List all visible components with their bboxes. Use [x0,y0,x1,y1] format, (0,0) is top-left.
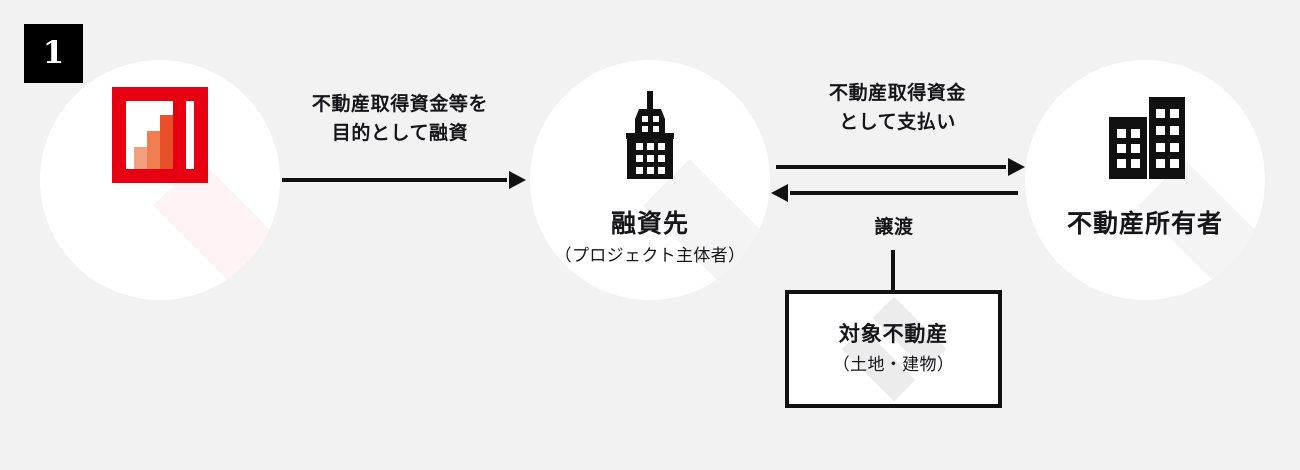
chart-bar-1 [134,147,147,169]
node-caption: 不動産所有者 [965,208,1300,239]
bar-chart-plot [126,101,194,169]
edge-label-loan-line1: 不動産取得資金等を [311,93,489,115]
two-buildings-icon [1109,97,1185,179]
edge-label-transfer: 譲渡 [874,216,914,238]
chart-bar-2 [147,131,160,169]
arrow-loan-right [282,178,507,182]
node-artwork [530,60,770,210]
node-lender [40,60,280,300]
node-artwork [40,60,280,210]
chart-bar-3 [160,115,173,169]
step-badge: 1 [24,24,83,83]
node-project-entity: 融資先 （プロジェクト主体者） [530,60,770,300]
edge-label-payment: 不動産取得資金 として支払い [790,79,1005,138]
node-subtitle: （プロジェクト主体者） [554,246,746,267]
node-property-owner: 不動産所有者 [1025,60,1265,300]
edge-label-payment-line2: として支払い [839,111,956,134]
step-badge-number: 1 [42,35,65,71]
edge-label-payment-line1: 不動産取得資金 [829,82,966,104]
bar-chart-icon [112,87,208,183]
node-title: 融資先 [610,209,689,238]
arrow-payment-right [776,165,1006,169]
chart-bar-4 [173,101,186,169]
property-box-title: 対象不動産 [838,322,949,347]
arrow-transfer-left [790,191,1018,195]
skyscraper-icon [626,91,674,179]
property-box: 対象不動産 （土地・建物） [785,290,1002,408]
property-box-subtitle: （土地・建物） [832,355,955,376]
edge-label-loan: 不動産取得資金等を 目的として融資 [275,90,525,149]
property-box-content: 対象不動産 （土地・建物） [789,294,998,404]
node-disc [1025,60,1265,300]
node-caption: 融資先 （プロジェクト主体者） [470,208,830,267]
node-title: 不動産所有者 [1066,209,1223,238]
node-artwork [1025,60,1265,210]
connector-line [891,250,895,292]
edge-label-loan-line2: 目的として融資 [331,122,469,145]
